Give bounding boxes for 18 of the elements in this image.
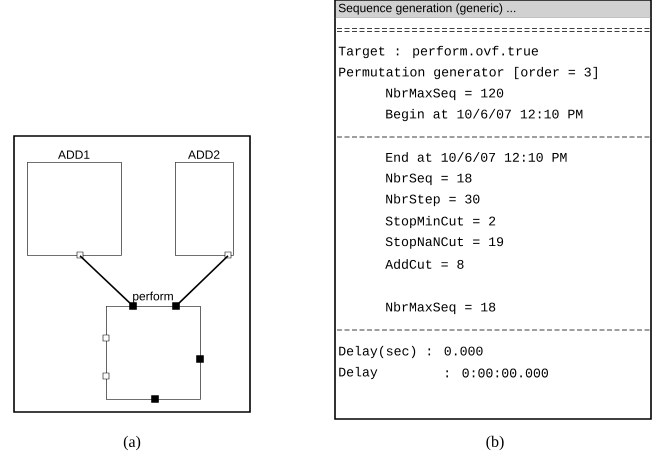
log-line: Permutation generator [order = 3]	[339, 66, 597, 80]
log-line: Begin at 10/6/07 12:10 PM	[386, 108, 582, 122]
log-line: End at 10/6/07 12:10 PM	[386, 152, 567, 162]
log-line: Delay	[339, 366, 378, 380]
log-line: StopMinCut = 2	[386, 216, 496, 228]
block-box: ADD2	[175, 149, 234, 256]
panel-caption: (a)	[124, 436, 140, 450]
log-line: NbrSeq = 18	[386, 172, 472, 186]
log-line: AddCut = 8	[385, 259, 464, 269]
panel-caption: (b)	[486, 436, 504, 450]
log-line: Target : perform.ovf.true	[338, 46, 538, 58]
log-line: NbrStep = 30	[386, 194, 480, 206]
log-line: : 0:00:00.000	[446, 368, 548, 378]
log-line: StopNaNCut = 19	[386, 237, 504, 249]
block-box: ADD1	[27, 150, 122, 256]
log-line: NbrMaxSeq = 120	[386, 88, 504, 100]
log-line: Delay(sec) : 0.000	[339, 346, 483, 358]
log-line: NbrMaxSeq = 18	[386, 302, 496, 314]
